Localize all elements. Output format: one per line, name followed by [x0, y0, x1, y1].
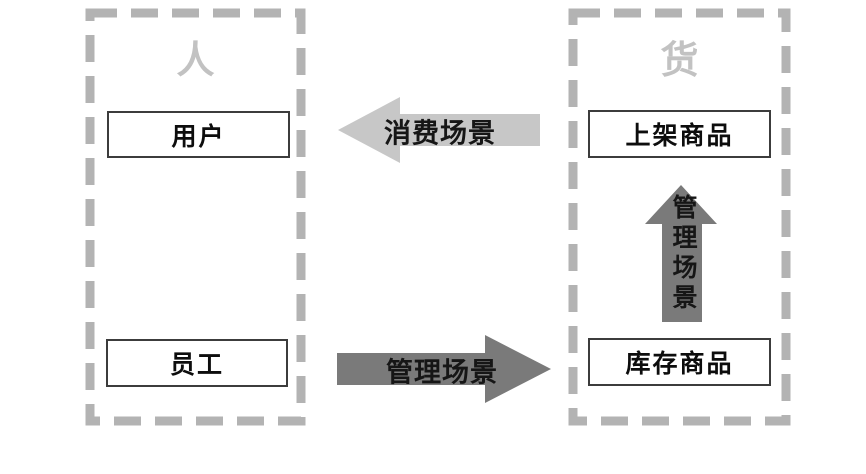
- staff-box: 员工: [106, 339, 288, 387]
- left-group-title: 人: [176, 40, 215, 82]
- right-group-title: 货: [660, 40, 699, 82]
- listed-goods-box: 上架商品: [588, 110, 771, 158]
- right-group-dashed-frame: [568, 8, 791, 426]
- manage-scene-arrow-up-icon: [645, 185, 717, 322]
- consume-scene-arrow-label: 消费场景: [384, 118, 496, 149]
- left-group-dashed-frame: [85, 8, 306, 426]
- manage-scene-vertical-arrow-label: 管理场景: [669, 194, 697, 314]
- manage-scene-horizontal-arrow-label: 管理场景: [386, 357, 498, 388]
- user-box: 用户: [107, 111, 290, 158]
- consume-scene-arrow-left-icon: [338, 97, 540, 163]
- manage-scene-arrow-right-icon: [337, 335, 551, 403]
- stock-goods-box: 库存商品: [588, 338, 771, 386]
